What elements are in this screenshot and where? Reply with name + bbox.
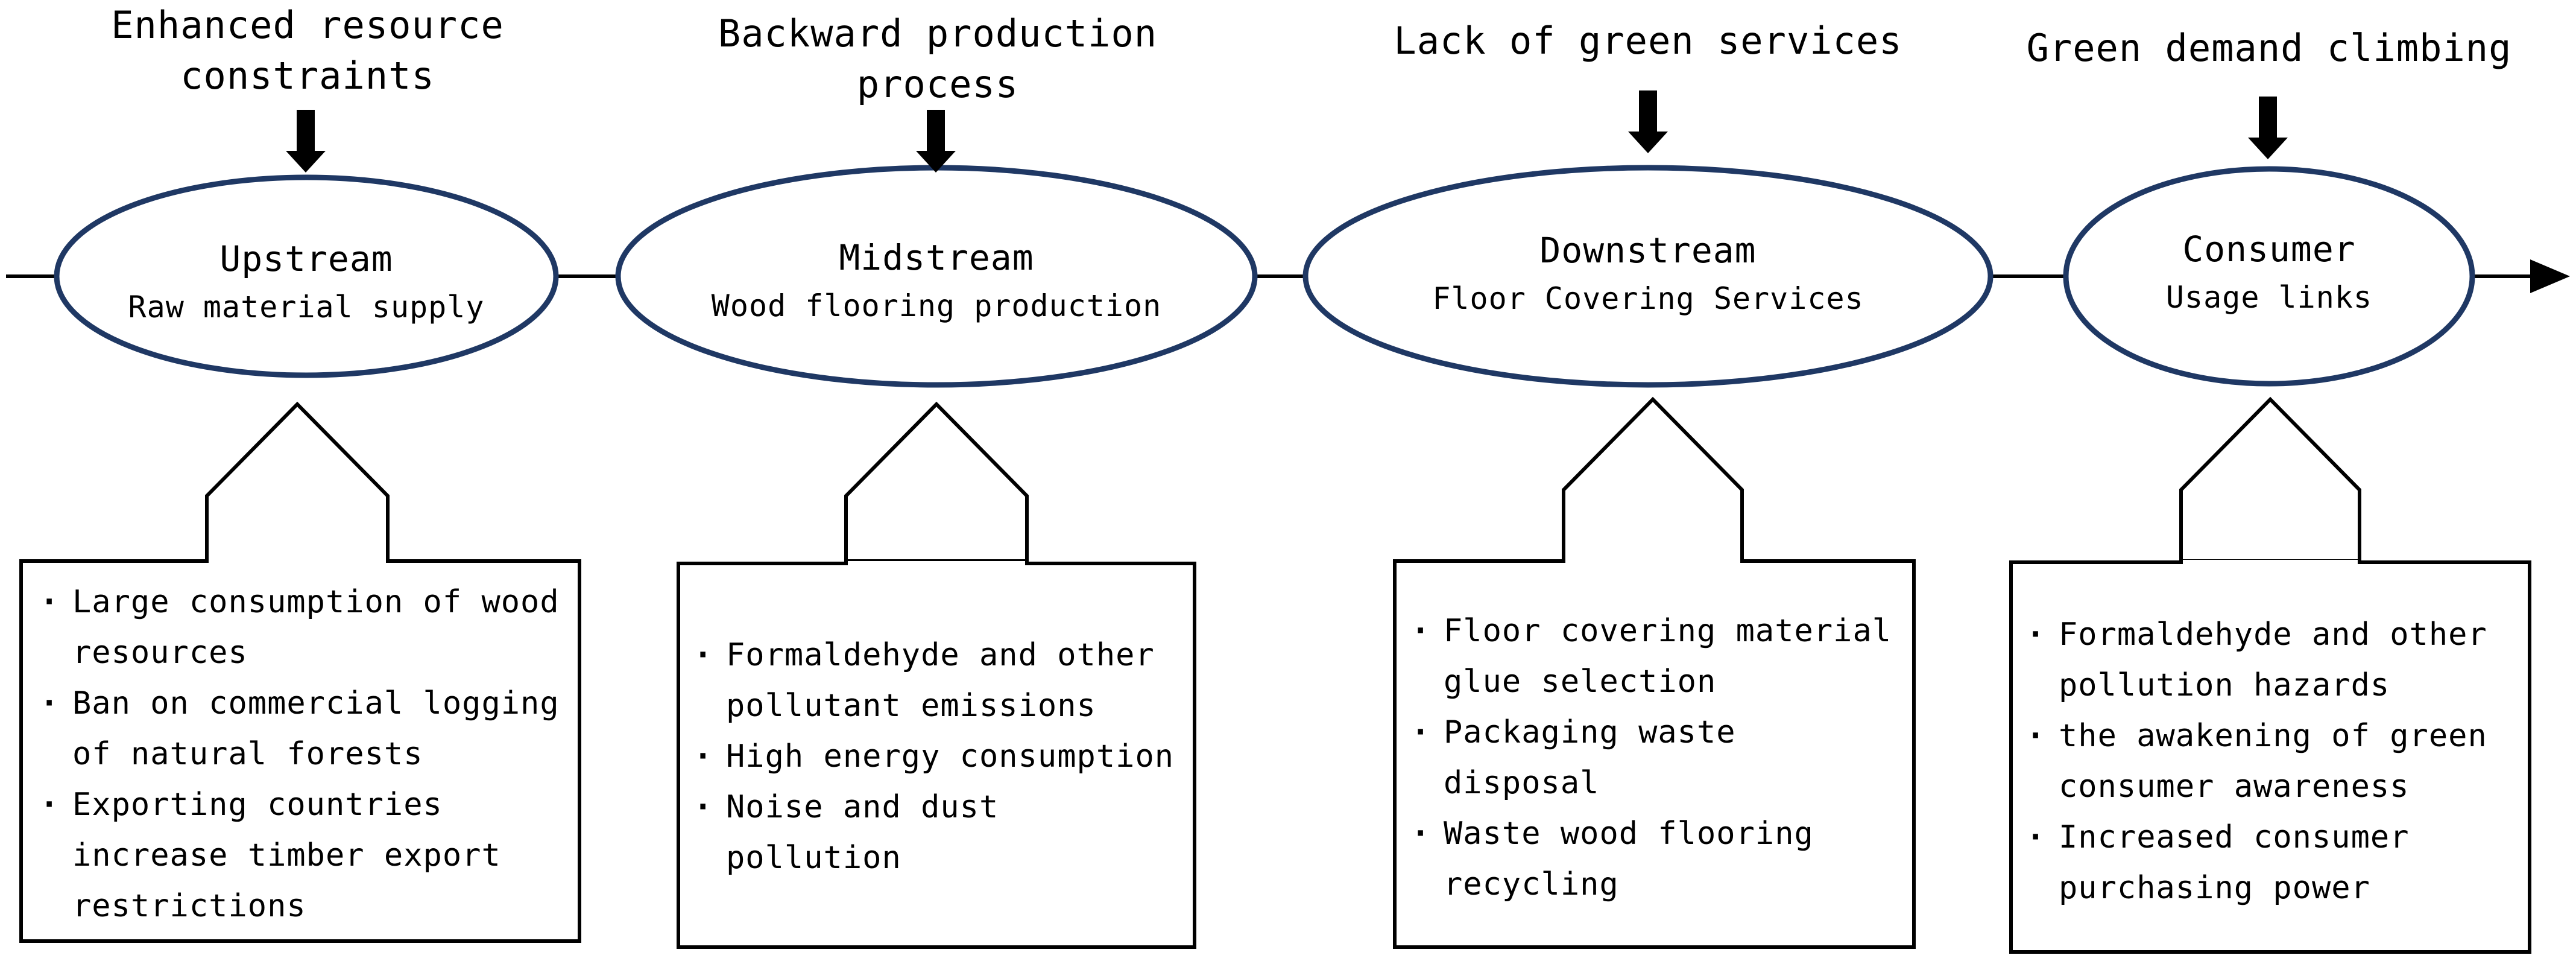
stage-title-midstream: Midstream [839, 237, 1034, 278]
stage-subtitle-downstream: Floor Covering Services [1432, 281, 1864, 316]
list-item: Noise and dust pollution [689, 782, 1189, 883]
factor-label-upstream: Enhanced resource constraints [111, 3, 504, 98]
support-arrow-consumer [2179, 396, 2361, 563]
bullet-list-downstream: Floor covering material glue selection P… [1406, 606, 1907, 910]
stage-downstream: Downstream Floor Covering Services [1371, 233, 1925, 314]
list-item: Packaging waste disposal [1406, 707, 1907, 808]
factor-label-consumer: Green demand climbing [2026, 26, 2512, 70]
stage-subtitle-midstream: Wood flooring production [711, 288, 1162, 323]
stage-title-downstream: Downstream [1539, 230, 1757, 271]
list-item: High energy consumption [689, 731, 1189, 782]
stage-ellipse-consumer [2063, 166, 2475, 387]
stage-title-consumer: Consumer [2182, 229, 2356, 270]
support-arrow-midstream [844, 401, 1029, 563]
list-item: Increased consumer purchasing power [2021, 812, 2522, 913]
factor-arrow-downstream [1628, 90, 1668, 153]
list-item: Ban on commercial logging of natural for… [35, 678, 560, 779]
factor-arrow-midstream [916, 110, 956, 173]
bullet-list-consumer: Formaldehyde and other pollution hazards… [2021, 609, 2522, 913]
list-item: Formaldehyde and other pollution hazards [2021, 609, 2522, 711]
factor-label-midstream: Backward production process [718, 11, 1158, 106]
list-item: Floor covering material glue selection [1406, 606, 1907, 707]
stage-upstream: Upstream Raw material supply [65, 241, 548, 322]
list-item: Waste wood flooring recycling [1406, 808, 1907, 910]
list-item: Exporting countries increase timber expo… [35, 779, 560, 931]
list-item: Formaldehyde and other pollutant emissio… [689, 630, 1189, 731]
stage-midstream: Midstream Wood flooring production [671, 240, 1202, 321]
stage-ellipse-downstream [1302, 165, 1994, 388]
stage-ellipse-upstream [54, 174, 559, 378]
factor-arrow-upstream [286, 110, 326, 173]
support-arrow-downstream [1562, 396, 1744, 563]
stage-subtitle-upstream: Raw material supply [128, 290, 485, 325]
stage-subtitle-consumer: Usage links [2165, 280, 2373, 315]
list-item: Large consumption of wood resources [35, 577, 560, 678]
flow-arrowhead [2530, 259, 2570, 293]
bullet-list-upstream: Large consumption of wood resources Ban … [35, 577, 560, 931]
factor-arrow-consumer [2248, 97, 2288, 159]
bullet-list-midstream: Formaldehyde and other pollutant emissio… [689, 630, 1189, 883]
list-item: the awakening of green consumer awarenes… [2021, 711, 2522, 812]
factor-label-downstream: Lack of green services [1394, 19, 1902, 63]
stage-title-upstream: Upstream [219, 238, 393, 279]
support-arrow-upstream [205, 401, 390, 563]
stage-consumer: Consumer Usage links [2064, 232, 2474, 312]
